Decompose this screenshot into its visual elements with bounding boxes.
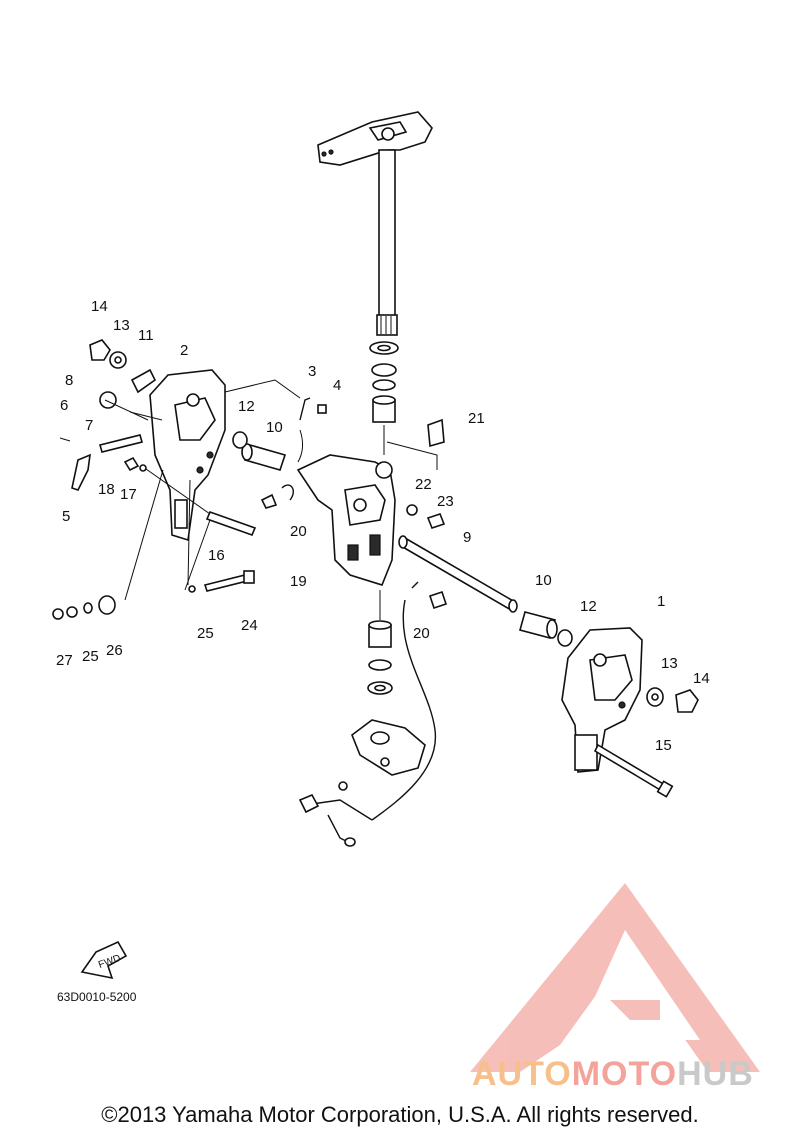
diagram-code: 63D0010-5200 (57, 990, 137, 1004)
fwd-arrow: FWD (80, 940, 128, 980)
stopper-block (386, 418, 445, 470)
callout-8: 8 (65, 372, 73, 389)
left-clamp-bracket (149, 369, 226, 542)
right-nut-group (646, 687, 699, 713)
callout-20b: 20 (413, 625, 430, 642)
callout-19: 19 (290, 573, 307, 590)
callout-18: 18 (98, 481, 115, 498)
callout-10b: 10 (535, 572, 552, 589)
callout-7: 7 (85, 417, 93, 434)
callout-4: 4 (333, 377, 341, 394)
watermark-text: AUTOMOTOHUB (472, 1055, 754, 1094)
callout-labels: 1 2 3 4 5 6 7 8 9 10 10 11 12 12 13 13 1… (56, 298, 710, 754)
callout-24: 24 (241, 617, 258, 634)
right-clamp-bracket (561, 627, 643, 773)
callout-21: 21 (468, 410, 485, 427)
watermark-part-hub: HUB (677, 1055, 754, 1093)
callout-20a: 20 (290, 523, 307, 540)
callout-16: 16 (208, 547, 225, 564)
callout-22: 22 (415, 476, 432, 493)
callout-9: 9 (463, 529, 471, 546)
callout-14b: 14 (693, 670, 710, 687)
shaft-washer-stack (369, 341, 399, 455)
callout-11: 11 (138, 327, 154, 344)
callout-14a: 14 (91, 298, 108, 315)
callout-17: 17 (120, 486, 137, 503)
callout-5: 5 (62, 508, 70, 525)
callout-12b: 12 (580, 598, 597, 615)
callout-25a: 25 (197, 625, 214, 642)
callout-13b: 13 (661, 655, 678, 672)
callout-15: 15 (655, 737, 672, 754)
bushing-right (519, 611, 558, 639)
lower-bolt-group (52, 570, 255, 620)
ground-lead (298, 599, 437, 847)
washer-left (232, 431, 248, 449)
washer-right (557, 629, 573, 647)
tilt-tube (398, 535, 518, 613)
callout-13a: 13 (113, 317, 130, 334)
callout-6: 6 (60, 397, 68, 414)
left-nut-group (89, 339, 127, 369)
callout-2: 2 (180, 342, 188, 359)
leader-lines (124, 379, 304, 601)
callout-3: 3 (308, 363, 316, 380)
callout-1: 1 (657, 593, 665, 610)
swivel-bracket (296, 454, 396, 586)
clamp-bolt-right (593, 743, 674, 798)
steering-shaft-assembly (317, 111, 433, 336)
tilt-lock-parts (59, 434, 143, 491)
callout-27: 27 (56, 652, 73, 669)
tilt-pin (123, 456, 257, 537)
copyright-notice: ©2013 Yamaha Motor Corporation, U.S.A. A… (101, 1102, 699, 1127)
left-small-parts (99, 368, 157, 421)
callout-23: 23 (437, 493, 454, 510)
callout-25b: 25 (82, 648, 99, 665)
callout-10a: 10 (266, 419, 283, 436)
callout-26: 26 (106, 642, 123, 659)
bushing-left (241, 443, 287, 471)
fittings (260, 397, 448, 610)
callout-12a: 12 (238, 398, 255, 415)
lower-bushing-stack (351, 590, 426, 776)
watermark-part-moto: MOTO (571, 1055, 678, 1093)
watermark-part-auto: AUTO (472, 1055, 572, 1093)
watermark-logo (470, 883, 760, 1072)
